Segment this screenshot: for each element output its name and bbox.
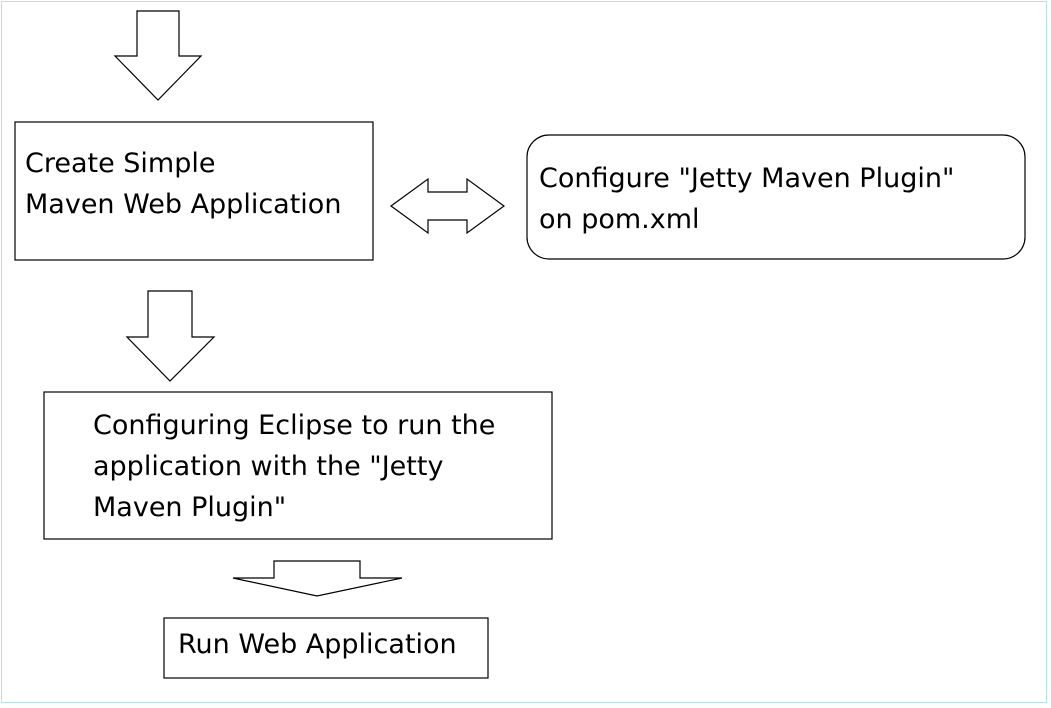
configure-eclipse-box <box>43 391 553 540</box>
down-arrow-bottom <box>232 560 403 597</box>
create-app-box <box>14 121 374 261</box>
bidirectional-arrow <box>389 177 506 235</box>
run-app-label: Run Web Application <box>178 629 457 660</box>
down-arrow-top <box>113 10 203 101</box>
configure-plugin-box <box>526 134 1026 260</box>
down-arrow-middle <box>125 290 216 382</box>
run-app-box <box>163 617 489 679</box>
configure-plugin-label: Configure "Jetty Maven Plugin" on pom.xm… <box>539 163 955 235</box>
configure-eclipse-label: Configuring Eclipse to run the applicati… <box>93 410 496 523</box>
create-app-label: Create Simple Maven Web Application <box>25 148 342 220</box>
